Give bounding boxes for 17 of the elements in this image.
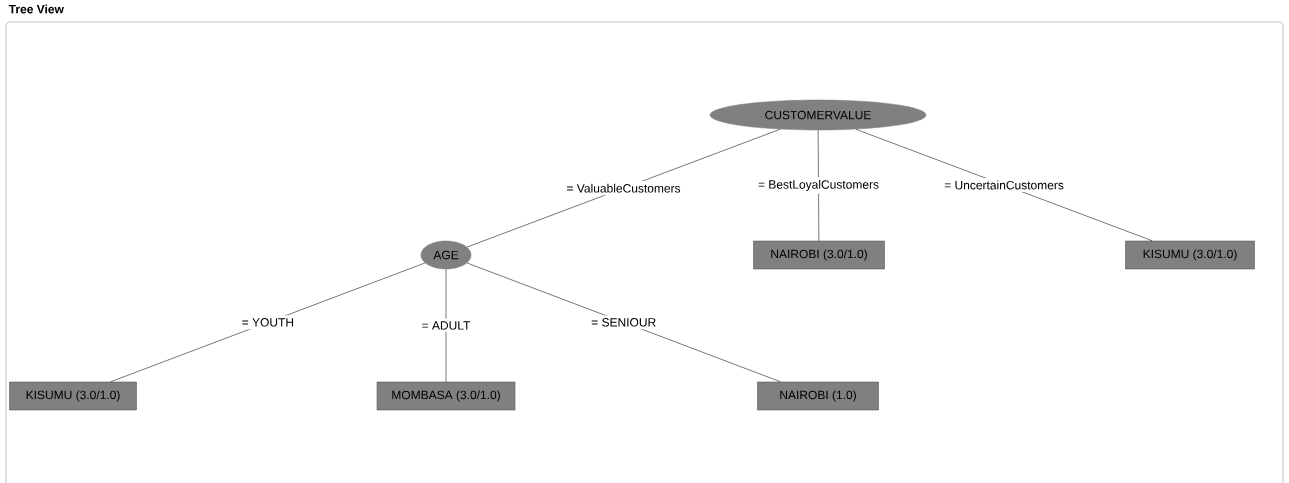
ellipse-node: CUSTOMERVALUE — [709, 99, 927, 131]
ellipse-node: AGE — [420, 240, 472, 270]
branch-line — [466, 262, 781, 382]
edge-label: = BestLoyalCustomers — [755, 177, 882, 194]
edge-label: = ValuableCustomers — [563, 181, 684, 196]
branch-line — [445, 269, 447, 382]
leaf-box: KISUMU (3.0/1.0) — [9, 381, 137, 411]
leaf-box: KISUMU (3.0/1.0) — [1125, 240, 1255, 270]
branch-line — [855, 129, 1153, 241]
branch-line — [110, 262, 426, 382]
leaf-box: MOMBASA (3.0/1.0) — [376, 381, 516, 411]
leaf-box: NAIROBI (3.0/1.0) — [753, 240, 885, 270]
branch-line — [466, 129, 781, 248]
leaf-box: NAIROBI (1.0) — [757, 381, 879, 411]
panel-title: Tree View — [8, 4, 64, 14]
edge-label: = SENIOUR — [588, 315, 659, 330]
edge-label: = YOUTH — [239, 315, 297, 330]
